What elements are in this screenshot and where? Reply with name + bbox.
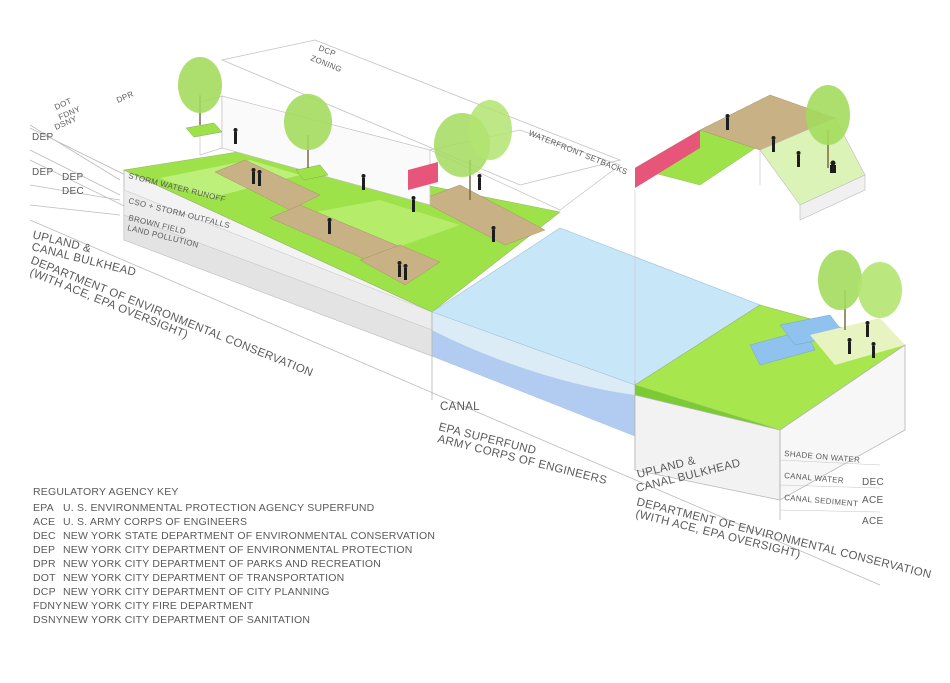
key-name: U. S. ENVIRONMENTAL PROTECTION AGENCY SU… <box>63 502 375 514</box>
key-entry: DOT NEW YORK CITY DEPARTMENT OF TRANSPORT… <box>33 571 435 585</box>
right-upland-block <box>634 304 906 520</box>
key-code: DEC <box>33 530 56 542</box>
key-code: DEP <box>33 544 56 556</box>
key-entry: DEC NEW YORK STATE DEPARTMENT OF ENVIRONM… <box>33 529 435 543</box>
key-code: DPR <box>33 558 56 570</box>
label-upland-right-3: DEPARTMENT OF ENVIRONMENTAL CONSERVATION <box>635 496 932 581</box>
key-name: NEW YORK CITY DEPARTMENT OF TRANSPORTATI… <box>63 572 345 584</box>
label-zoning: ZONING <box>309 54 343 75</box>
key-code: EPA <box>33 502 54 514</box>
right-trees <box>806 85 902 330</box>
label-dep-top: DEP <box>32 132 53 143</box>
key-code: ACE <box>33 516 56 528</box>
key-name: U. S. ARMY CORPS OF ENGINEERS <box>63 516 248 528</box>
key-code: DOT <box>33 572 56 584</box>
key-entry: EPA U. S. ENVIRONMENTAL PROTECTION AGENCY… <box>33 501 435 515</box>
key-name: NEW YORK CITY DEPARTMENT OF CITY PLANNIN… <box>63 586 330 598</box>
key-entry: DPR NEW YORK CITY DEPARTMENT OF PARKS AND… <box>33 557 435 571</box>
label-canal-sediment: CANAL SEDIMENT <box>784 493 859 508</box>
left-upland-block <box>29 39 881 586</box>
label-dpr: DPR <box>115 89 135 104</box>
key-code: FDNY <box>33 600 63 612</box>
label-ace-right-2: ACE <box>862 516 883 527</box>
label-canal: CANAL <box>440 401 480 413</box>
key-name: NEW YORK STATE DEPARTMENT OF ENVIRONMENT… <box>63 530 436 542</box>
key-name: NEW YORK CITY FIRE DEPARTMENT <box>63 600 254 612</box>
label-dep-mid2: DEP <box>62 172 83 183</box>
key-title: REGULATORY AGENCY KEY <box>33 486 179 498</box>
label-ace-right-1: ACE <box>862 495 883 506</box>
label-dec-left: DEC <box>62 186 84 197</box>
key-entry: DCP NEW YORK CITY DEPARTMENT OF CITY PLAN… <box>33 585 435 599</box>
label-dec-right: DEC <box>862 477 884 488</box>
key-name: NEW YORK CITY DEPARTMENT OF PARKS AND RE… <box>63 558 382 570</box>
key-code: DCP <box>33 586 56 598</box>
key-entry: DEP NEW YORK CITY DEPARTMENT OF ENVIRONME… <box>33 543 435 557</box>
key-code: DSNY <box>33 614 63 626</box>
left-trees <box>178 57 512 200</box>
label-waterfront-setbacks: WATERFRONT SETBACKS <box>527 129 629 177</box>
key-name: NEW YORK CITY DEPARTMENT OF ENVIRONMENTA… <box>63 544 413 556</box>
key-entry: ACE U. S. ARMY CORPS OF ENGINEERS <box>33 515 435 529</box>
right-people <box>725 114 876 358</box>
left-people <box>233 128 496 280</box>
key-name: NEW YORK CITY DEPARTMENT OF SANITATION <box>63 614 311 626</box>
label-dep-mid1: DEP <box>32 167 53 178</box>
regulatory-agency-key: REGULATORY AGENCY KEY EPA U. S. ENVIRONME… <box>33 485 435 627</box>
